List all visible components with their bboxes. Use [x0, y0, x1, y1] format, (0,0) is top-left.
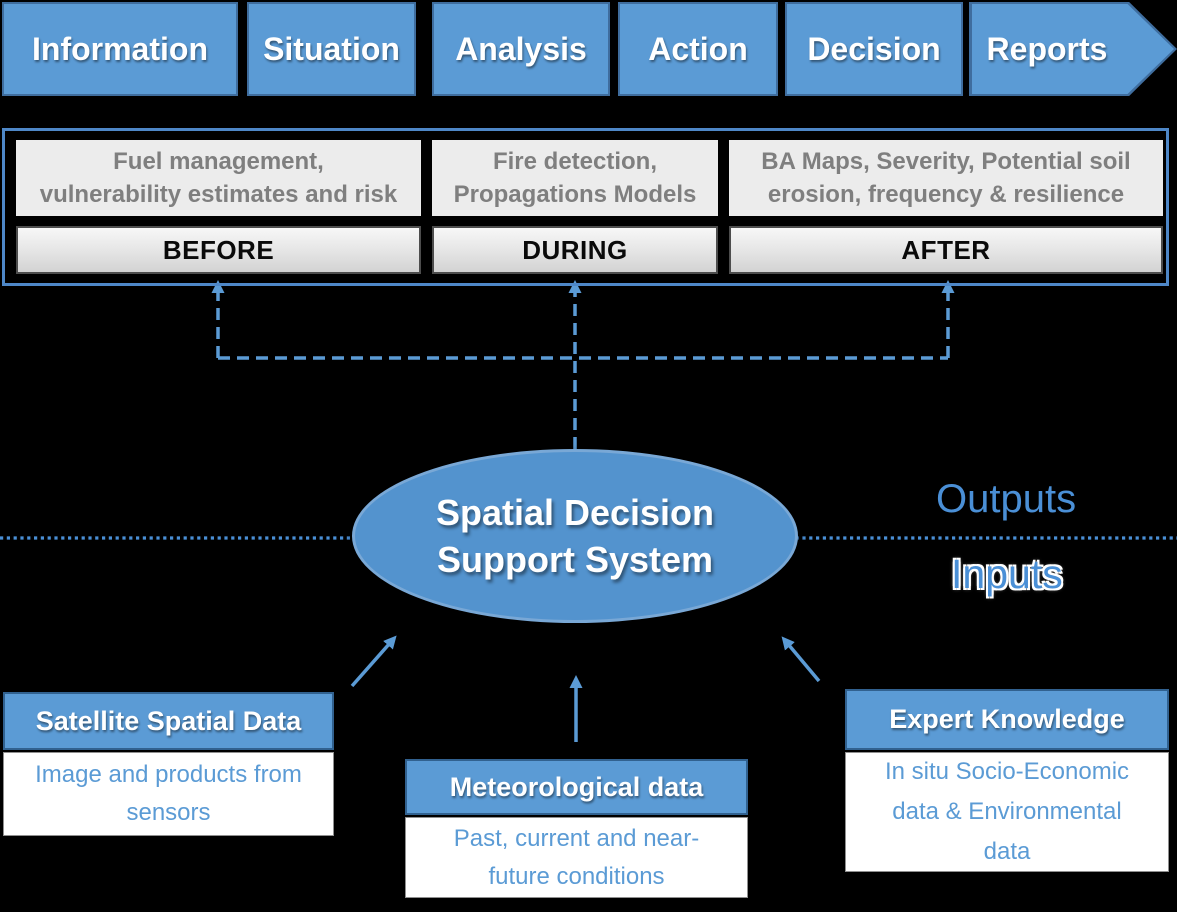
satellite-description: Image and products from sensors [3, 752, 334, 836]
reports-label: Reports [986, 30, 1108, 67]
expert-description: In situ Socio-Economic data & Environmen… [845, 752, 1169, 872]
process-step-situation: Situation [247, 2, 416, 96]
inputs-label: Inputs [951, 551, 1063, 597]
phase-during-description: Fire detection, Propagations Models [432, 140, 718, 216]
process-step-action: Action [618, 2, 778, 96]
arrow-satellite-to-sdss [350, 635, 397, 688]
satellite-header: Satellite Spatial Data [3, 692, 334, 750]
phase-before-label: BEFORE [16, 226, 421, 274]
reports-arrow-fill [972, 4, 1174, 94]
meteorological-description: Past, current and near- future condition… [405, 817, 748, 898]
phase-after-label: AFTER [729, 226, 1163, 274]
phase-during-label: DURING [432, 226, 718, 274]
process-step-decision: Decision [785, 2, 963, 96]
sdss-ellipse: Spatial Decision Support System [352, 449, 798, 623]
phase-after: BA Maps, Severity, Potential soil erosio… [729, 131, 1163, 283]
phases-panel: Fuel management, vulnerability estimates… [2, 128, 1169, 286]
process-step-analysis: Analysis [432, 2, 610, 96]
expert-header: Expert Knowledge [845, 689, 1169, 750]
arrow-expert-to-sdss [781, 636, 821, 683]
input-box-satellite: Satellite Spatial Data Image and product… [3, 692, 334, 836]
meteorological-header: Meteorological data [405, 759, 748, 815]
phase-during: Fire detection, Propagations Models DURI… [432, 131, 718, 283]
input-box-expert: Expert Knowledge In situ Socio-Economic … [845, 689, 1169, 872]
phase-before-description: Fuel management, vulnerability estimates… [16, 140, 421, 216]
process-step-reports: Reports [969, 2, 1177, 96]
phase-before: Fuel management, vulnerability estimates… [16, 131, 421, 283]
phase-after-description: BA Maps, Severity, Potential soil erosio… [729, 140, 1163, 216]
input-box-meteorological: Meteorological data Past, current and ne… [405, 759, 748, 898]
process-step-information: Information [2, 2, 238, 96]
outputs-label: Outputs [936, 477, 1077, 521]
